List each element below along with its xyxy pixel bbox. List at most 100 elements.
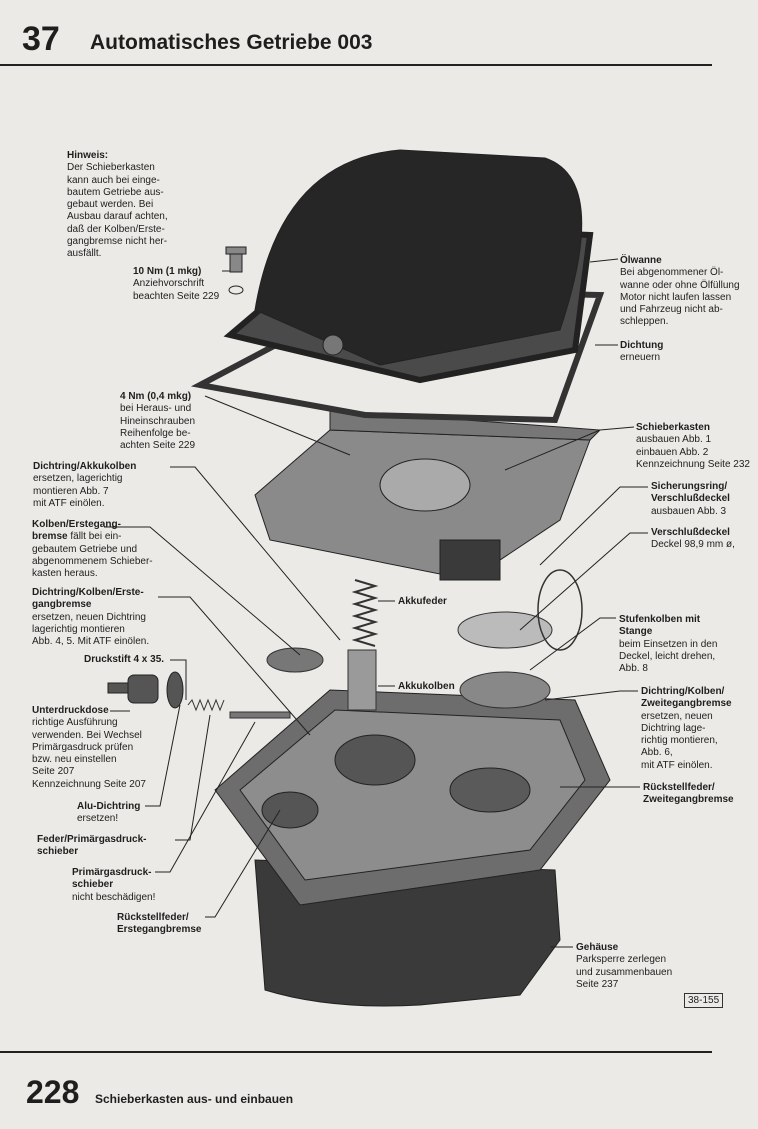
- label-title: Kolben/Erstegang-: [32, 519, 121, 530]
- label-title: Alu-Dichtring: [77, 801, 141, 812]
- label-line: ersetzen!: [77, 813, 119, 825]
- figure-number: 38-155: [684, 993, 724, 1008]
- label-rueckstellfeder-erste: Rückstellfeder/ Erstegangbremse: [117, 912, 201, 937]
- label-title: Akkukolben: [398, 681, 455, 692]
- label-title: Stufenkolben mit: [619, 614, 701, 625]
- oil-pan: [190, 149, 605, 424]
- label-line: Parksperre zerlegen: [576, 954, 667, 966]
- label-title: bremse: [32, 531, 68, 543]
- label-line: Reihenfolge be-: [120, 427, 191, 439]
- label-line: schleppen.: [620, 316, 669, 328]
- bolt-icon: [225, 246, 247, 295]
- label-druckstift: Druckstift 4 x 35.: [84, 654, 164, 666]
- note-line: daß der Kolben/Erste-: [67, 223, 165, 235]
- footer-rule: [0, 1051, 712, 1053]
- label-stufenkolben: Stufenkolben mit Stange beim Einsetzen i…: [619, 614, 717, 675]
- label-line: erneuern: [620, 352, 661, 364]
- label-line: achten Seite 229: [120, 440, 196, 452]
- note-hinweis: Hinweis: Der Schieberkasten kann auch be…: [67, 150, 168, 261]
- label-line: ersetzen, neuen: [641, 710, 713, 722]
- label-line: abgenommenem Schieber-: [32, 555, 153, 567]
- label-line: mit ATF einölen.: [33, 497, 105, 509]
- page-title: Automatisches Getriebe 003: [90, 31, 373, 54]
- note-line: gebaut werden. Bei: [67, 199, 154, 211]
- label-title: Rückstellfeder/: [643, 782, 715, 793]
- label-line: ersetzen, lagerichtig: [33, 473, 123, 485]
- label-akkufeder: Akkufeder: [398, 596, 447, 608]
- label-line: Kennzeichnung Seite 207: [32, 778, 146, 790]
- label-line: Abb. 8: [619, 663, 648, 675]
- label-title: Primärgasdruck-: [72, 867, 152, 878]
- label-alu-dichtring: Alu-Dichtring ersetzen!: [77, 801, 140, 826]
- label-line: verwenden. Bei Wechsel: [32, 729, 142, 741]
- label-title: schieber: [72, 879, 114, 891]
- label-title: Schieberkasten: [636, 422, 710, 433]
- label-line: mit ATF einölen.: [641, 759, 713, 771]
- label-title: Rückstellfeder/: [117, 912, 189, 923]
- label-oelwanne: Ölwanne Bei abgenommener Öl- wanne oder …: [620, 255, 740, 329]
- label-line: gebautem Getriebe und: [32, 543, 138, 555]
- label-dichtring-zweitegangbremse: Dichtring/Kolben/ Zweitegangbremse erset…: [641, 686, 732, 772]
- label-line: Abb. 6,: [641, 747, 673, 759]
- label-title: Zweitegangbremse: [643, 794, 734, 806]
- label-akkukolben: Akkukolben: [398, 681, 455, 693]
- label-line: Deckel 98,9 mm ø,: [651, 539, 735, 551]
- label-line: Seite 237: [576, 978, 619, 990]
- note-line: Der Schieberkasten: [67, 162, 155, 174]
- chapter-number: 37: [22, 20, 60, 58]
- label-title: Ölwanne: [620, 255, 662, 266]
- label-schieberkasten: Schieberkasten ausbauen Abb. 1 einbauen …: [636, 422, 750, 471]
- label-title: gangbremse: [32, 599, 92, 611]
- label-title: 4 Nm (0,4 mkg): [120, 391, 192, 402]
- label-line: bremse fällt bei ein-: [32, 531, 153, 543]
- label-torque-10nm: 10 Nm (1 mkg) Anziehvorschrift beachten …: [133, 266, 219, 303]
- label-title: Dichtung: [620, 340, 664, 351]
- label-title: Sicherungsring/: [651, 481, 728, 492]
- label-title: Dichtring/Kolben/: [641, 686, 725, 697]
- label-title: Dichtring/Kolben/Erste-: [32, 587, 144, 598]
- label-line: Seite 207: [32, 766, 75, 778]
- label-line: Motor nicht laufen lassen: [620, 291, 732, 303]
- label-sicherungsring: Sicherungsring/ Verschlußdeckel ausbauen…: [651, 481, 730, 518]
- label-title: 10 Nm (1 mkg): [133, 266, 202, 277]
- label-line: Bei abgenommener Öl-: [620, 267, 724, 279]
- label-line: fällt bei ein-: [67, 531, 122, 543]
- label-line: Deckel, leicht drehen,: [619, 650, 716, 662]
- label-title: Feder/Primärgasdruck-: [37, 834, 147, 845]
- vacuum-unit: [107, 671, 184, 709]
- section-title: Schieberkasten aus- und einbauen: [95, 1092, 294, 1106]
- label-dichtring-erstegangbremse: Dichtring/Kolben/Erste- gangbremse erset…: [32, 587, 149, 648]
- label-line: Dichtring lage-: [641, 722, 706, 734]
- transmission-housing: [214, 689, 611, 1007]
- label-title: Gehäuse: [576, 942, 619, 953]
- label-line: Hineinschrauben: [120, 415, 196, 427]
- note-line: bautem Getriebe aus-: [67, 186, 164, 198]
- label-line: beachten Seite 229: [133, 290, 220, 302]
- label-title: Druckstift 4 x 35.: [84, 654, 165, 665]
- label-line: Primärgasdruck prüfen: [32, 741, 134, 753]
- valve-body: [254, 409, 602, 581]
- label-line: richtig montieren,: [641, 735, 718, 747]
- label-line: nicht beschädigen!: [72, 891, 156, 903]
- label-rueckstellfeder-zweite: Rückstellfeder/ Zweitegangbremse: [643, 782, 734, 807]
- label-unterdruckdose: Unterdruckdose richtige Ausführung verwe…: [32, 705, 146, 791]
- label-line: ausbauen Abb. 3: [651, 505, 727, 517]
- label-line: beim Einsetzen in den: [619, 638, 718, 650]
- label-feder-primaer: Feder/Primärgasdruck- schieber: [37, 834, 147, 859]
- note-line: Ausbau darauf achten,: [67, 211, 168, 223]
- label-gehaeuse: Gehäuse Parksperre zerlegen und zusammen…: [576, 942, 672, 991]
- label-title: Stange: [619, 626, 653, 638]
- label-torque-4nm: 4 Nm (0,4 mkg) bei Heraus- und Hineinsch…: [120, 391, 195, 452]
- label-line: wanne oder ohne Ölfüllung: [620, 279, 740, 291]
- label-line: montieren Abb. 7: [33, 485, 109, 497]
- label-title: Verschlußdeckel: [651, 527, 730, 538]
- label-title: Akkufeder: [398, 596, 447, 607]
- label-line: bzw. neu einstellen: [32, 754, 117, 766]
- label-primaergasdruckschieber: Primärgasdruck- schieber nicht beschädig…: [72, 867, 155, 904]
- label-line: und zusammenbauen: [576, 966, 673, 978]
- note-title: Hinweis:: [67, 150, 109, 161]
- label-title: Verschlußdeckel: [651, 493, 730, 505]
- label-title: Zweitegangbremse: [641, 698, 732, 710]
